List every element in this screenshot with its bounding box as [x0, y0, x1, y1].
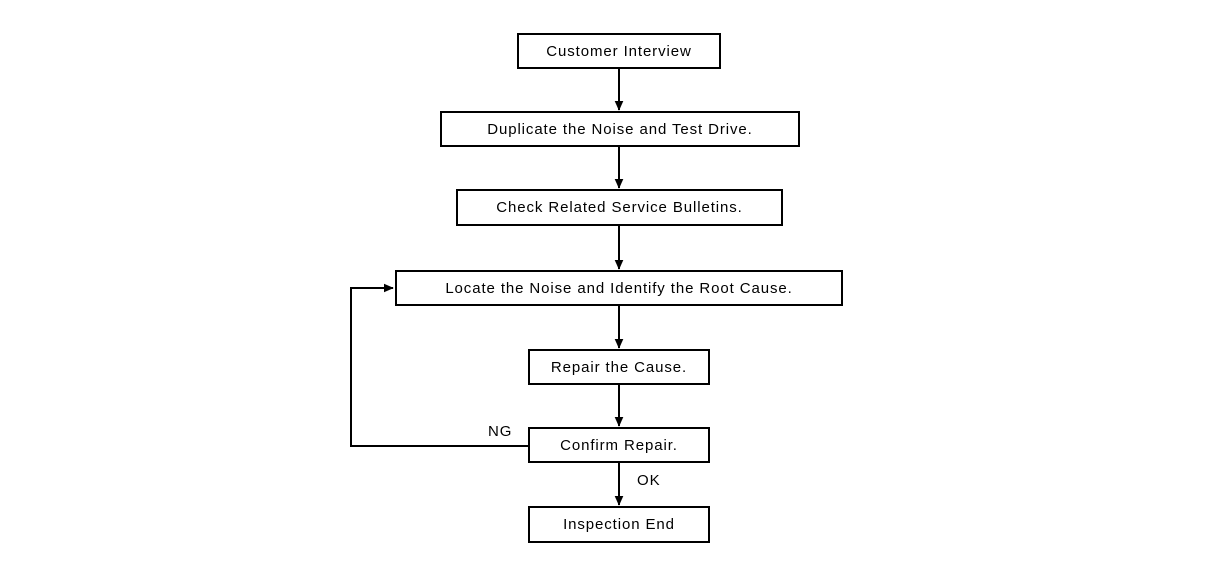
node-inspection-end[interactable]: Inspection End	[528, 506, 710, 543]
node-duplicate-noise[interactable]: Duplicate the Noise and Test Drive.	[440, 111, 800, 147]
node-customer-interview[interactable]: Customer Interview	[517, 33, 721, 69]
node-label-confirm-repair: Confirm Repair.	[560, 436, 678, 454]
node-label-duplicate-noise: Duplicate the Noise and Test Drive.	[487, 120, 753, 138]
node-label-check-bulletins: Check Related Service Bulletins.	[496, 199, 743, 216]
node-label-repair-cause: Repair the Cause.	[550, 358, 688, 376]
node-label-inspection-end: Inspection End	[563, 516, 675, 533]
node-label-locate-noise: Locate the Noise and Identify the Root C…	[445, 279, 793, 297]
node-repair-cause[interactable]: Repair the Cause.	[528, 349, 710, 385]
edge-label-ng: NG	[488, 423, 513, 440]
node-locate-noise[interactable]: Locate the Noise and Identify the Root C…	[395, 270, 843, 306]
node-check-bulletins[interactable]: Check Related Service Bulletins.	[456, 189, 783, 226]
node-label-customer-interview: Customer Interview	[546, 42, 692, 60]
node-confirm-repair[interactable]: Confirm Repair.	[528, 427, 710, 463]
connector-confirm-back-to-locate	[350, 283, 528, 447]
edge-label-ok: OK	[637, 472, 661, 489]
